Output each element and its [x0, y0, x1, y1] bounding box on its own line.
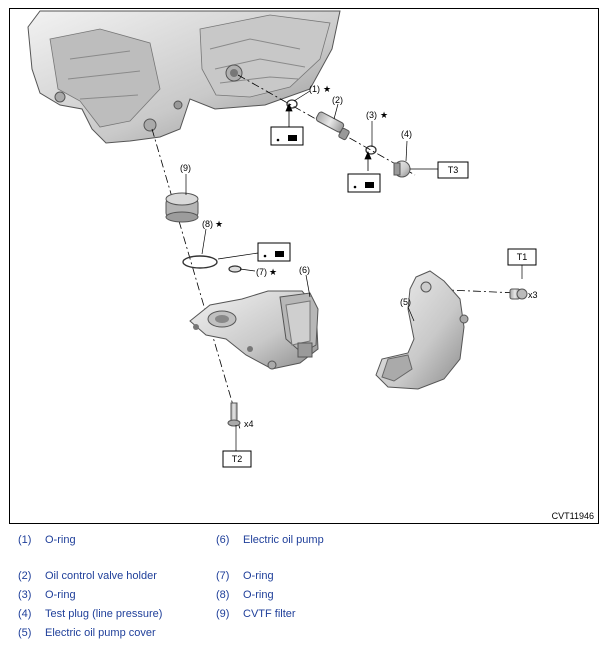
legend-number: (7) — [216, 570, 230, 582]
legend-name: Test plug (line pressure) — [45, 608, 163, 620]
exploded-view-diagram: T3 T1 T2 x3 x4 (1) ★ (2) (3) ★ (4) (5) (… — [9, 8, 599, 524]
grease-symbol-2 — [347, 173, 381, 193]
qty-label-x4: x4 — [244, 419, 254, 429]
legend-number: (8) — [216, 589, 230, 601]
electric-oil-pump — [189, 290, 319, 370]
star-3: ★ — [380, 110, 388, 120]
bolt-t2 — [227, 402, 241, 427]
legend-number: (4) — [18, 608, 32, 620]
torque-label-t1: T1 — [517, 252, 528, 262]
legend-name: Oil control valve holder — [45, 570, 157, 582]
figure-id: CVT11946 — [551, 511, 594, 521]
test-plug — [393, 160, 411, 178]
legend-number: (1) — [18, 534, 32, 546]
grease-symbol-3 — [257, 242, 291, 262]
grease-symbol-1 — [270, 126, 304, 146]
o-ring-1 — [286, 99, 298, 109]
callout-2: (2) — [332, 95, 343, 105]
torque-label-t2: T2 — [232, 454, 243, 464]
legend-name: Electric oil pump — [243, 534, 324, 546]
legend-number: (5) — [18, 627, 32, 639]
star-7: ★ — [269, 267, 277, 277]
callout-3: (3) — [366, 110, 377, 120]
transmission-case — [27, 10, 341, 144]
legend-number: (6) — [216, 534, 230, 546]
diagram-canvas: T3 T1 T2 x3 x4 (1) ★ (2) (3) ★ (4) (5) (… — [27, 10, 538, 468]
torque-label-t3: T3 — [448, 165, 459, 175]
electric-oil-pump-cover — [375, 270, 469, 390]
o-ring-8 — [182, 255, 218, 269]
callout-8: (8) — [202, 219, 213, 229]
oil-control-valve-holder — [315, 111, 350, 141]
torque-box-t3: T3 — [437, 161, 469, 179]
leader-lines — [185, 90, 523, 451]
legend-number: (3) — [18, 589, 32, 601]
bolt-t1 — [509, 288, 528, 300]
legend-number: (2) — [18, 570, 32, 582]
torque-box-t2: T2 — [222, 450, 252, 468]
legend-name: Electric oil pump cover — [45, 627, 156, 639]
legend-number: (9) — [216, 608, 230, 620]
callout-7: (7) — [256, 267, 267, 277]
legend-name: O-ring — [243, 570, 274, 582]
o-ring-7 — [228, 265, 242, 273]
qty-label-x3: x3 — [528, 290, 538, 300]
legend-name: O-ring — [243, 589, 274, 601]
star-1: ★ — [323, 84, 331, 94]
legend-name: O-ring — [45, 589, 76, 601]
o-ring-3 — [365, 145, 377, 155]
star-8: ★ — [215, 219, 223, 229]
callout-1: (1) — [309, 84, 320, 94]
callout-9: (9) — [180, 163, 191, 173]
callout-4: (4) — [401, 129, 412, 139]
cvtf-filter — [165, 192, 199, 223]
callout-6: (6) — [299, 265, 310, 275]
torque-box-t1: T1 — [507, 248, 537, 266]
legend-name: O-ring — [45, 534, 76, 546]
legend-name: CVTF filter — [243, 608, 296, 620]
callout-5: (5) — [400, 297, 411, 307]
sealant-arrows — [285, 102, 372, 171]
